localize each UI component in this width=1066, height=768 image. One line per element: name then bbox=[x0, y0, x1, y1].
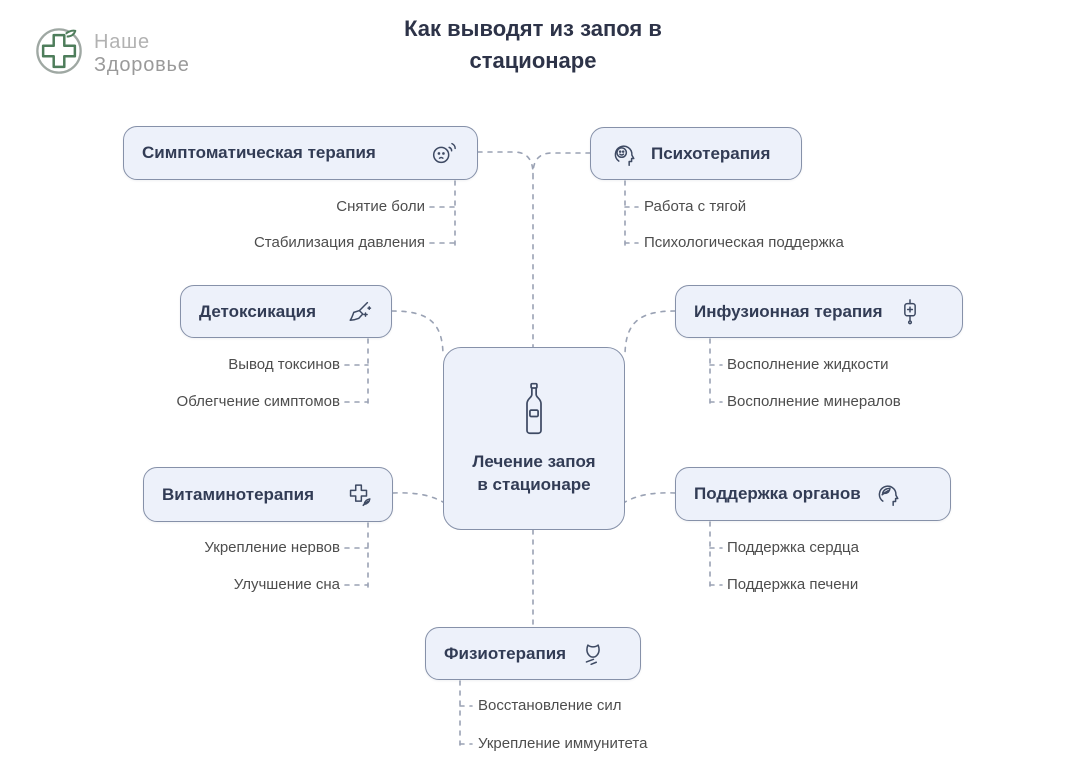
physiotherapy-icon bbox=[578, 639, 608, 669]
sub-item: Работа с тягой bbox=[644, 198, 747, 215]
logo-word-1: Наше bbox=[94, 31, 150, 54]
node-label: Поддержка органов bbox=[694, 484, 861, 503]
logo-wordmark: Наше Здоровье bbox=[94, 31, 190, 76]
node-label: Симптоматическая терапия bbox=[142, 143, 376, 162]
center-node: Лечение запоя в стационаре bbox=[443, 347, 625, 530]
logo-word-2: Здоровье bbox=[94, 53, 190, 76]
sub-item: Вывод токсинов bbox=[228, 356, 340, 373]
broom-icon bbox=[343, 297, 373, 327]
sub-item: Психологическая поддержка bbox=[644, 234, 844, 251]
node-organ-support: Поддержка органов bbox=[675, 467, 951, 521]
sub-item: Снятие боли bbox=[336, 198, 425, 215]
sub-item: Укрепление нервов bbox=[204, 539, 340, 556]
node-label: Физиотерапия bbox=[444, 643, 567, 663]
sub-item: Восстановление сил bbox=[478, 697, 622, 714]
sub-item: Улучшение сна bbox=[233, 576, 340, 593]
iv-bag-icon bbox=[895, 297, 925, 327]
node-label: Витаминотерапия bbox=[162, 484, 315, 504]
cross-leaf-icon bbox=[344, 480, 374, 510]
node-physiotherapy: Физиотерапия bbox=[425, 627, 641, 680]
sub-item: Облегчение симптомов bbox=[176, 393, 340, 410]
node-infusion-therapy: Инфузионная терапия bbox=[675, 285, 963, 338]
headache-icon bbox=[429, 138, 459, 168]
sub-item: Поддержка сердца bbox=[727, 539, 859, 556]
head-leaf-icon bbox=[873, 479, 903, 509]
sub-item: Восполнение жидкости bbox=[727, 356, 889, 373]
page-title: Как выводят из запоя в стационаре bbox=[404, 16, 662, 73]
mind-smile-icon bbox=[609, 139, 639, 169]
node-psychotherapy: Психотерапия bbox=[590, 127, 802, 180]
node-label: Детоксикация bbox=[199, 301, 317, 321]
brand-logo: Наше Здоровье bbox=[34, 26, 190, 81]
node-label: Инфузионная терапия bbox=[694, 301, 883, 321]
sub-item: Стабилизация давления bbox=[253, 234, 425, 251]
node-vitamin-therapy: Витаминотерапия bbox=[143, 467, 393, 522]
sub-item: Укрепление иммунитета bbox=[478, 735, 648, 752]
node-symptomatic-therapy: Симптоматическая терапия bbox=[123, 126, 478, 180]
bottle-icon bbox=[516, 381, 552, 442]
sub-item: Восполнение минералов bbox=[727, 393, 901, 410]
node-label: Психотерапия bbox=[651, 143, 771, 163]
sub-item: Поддержка печени bbox=[727, 576, 859, 593]
center-node-label: Лечение запоя в стационаре bbox=[472, 451, 596, 494]
logo-cross-icon bbox=[34, 26, 84, 81]
node-detox: Детоксикация bbox=[180, 285, 392, 338]
